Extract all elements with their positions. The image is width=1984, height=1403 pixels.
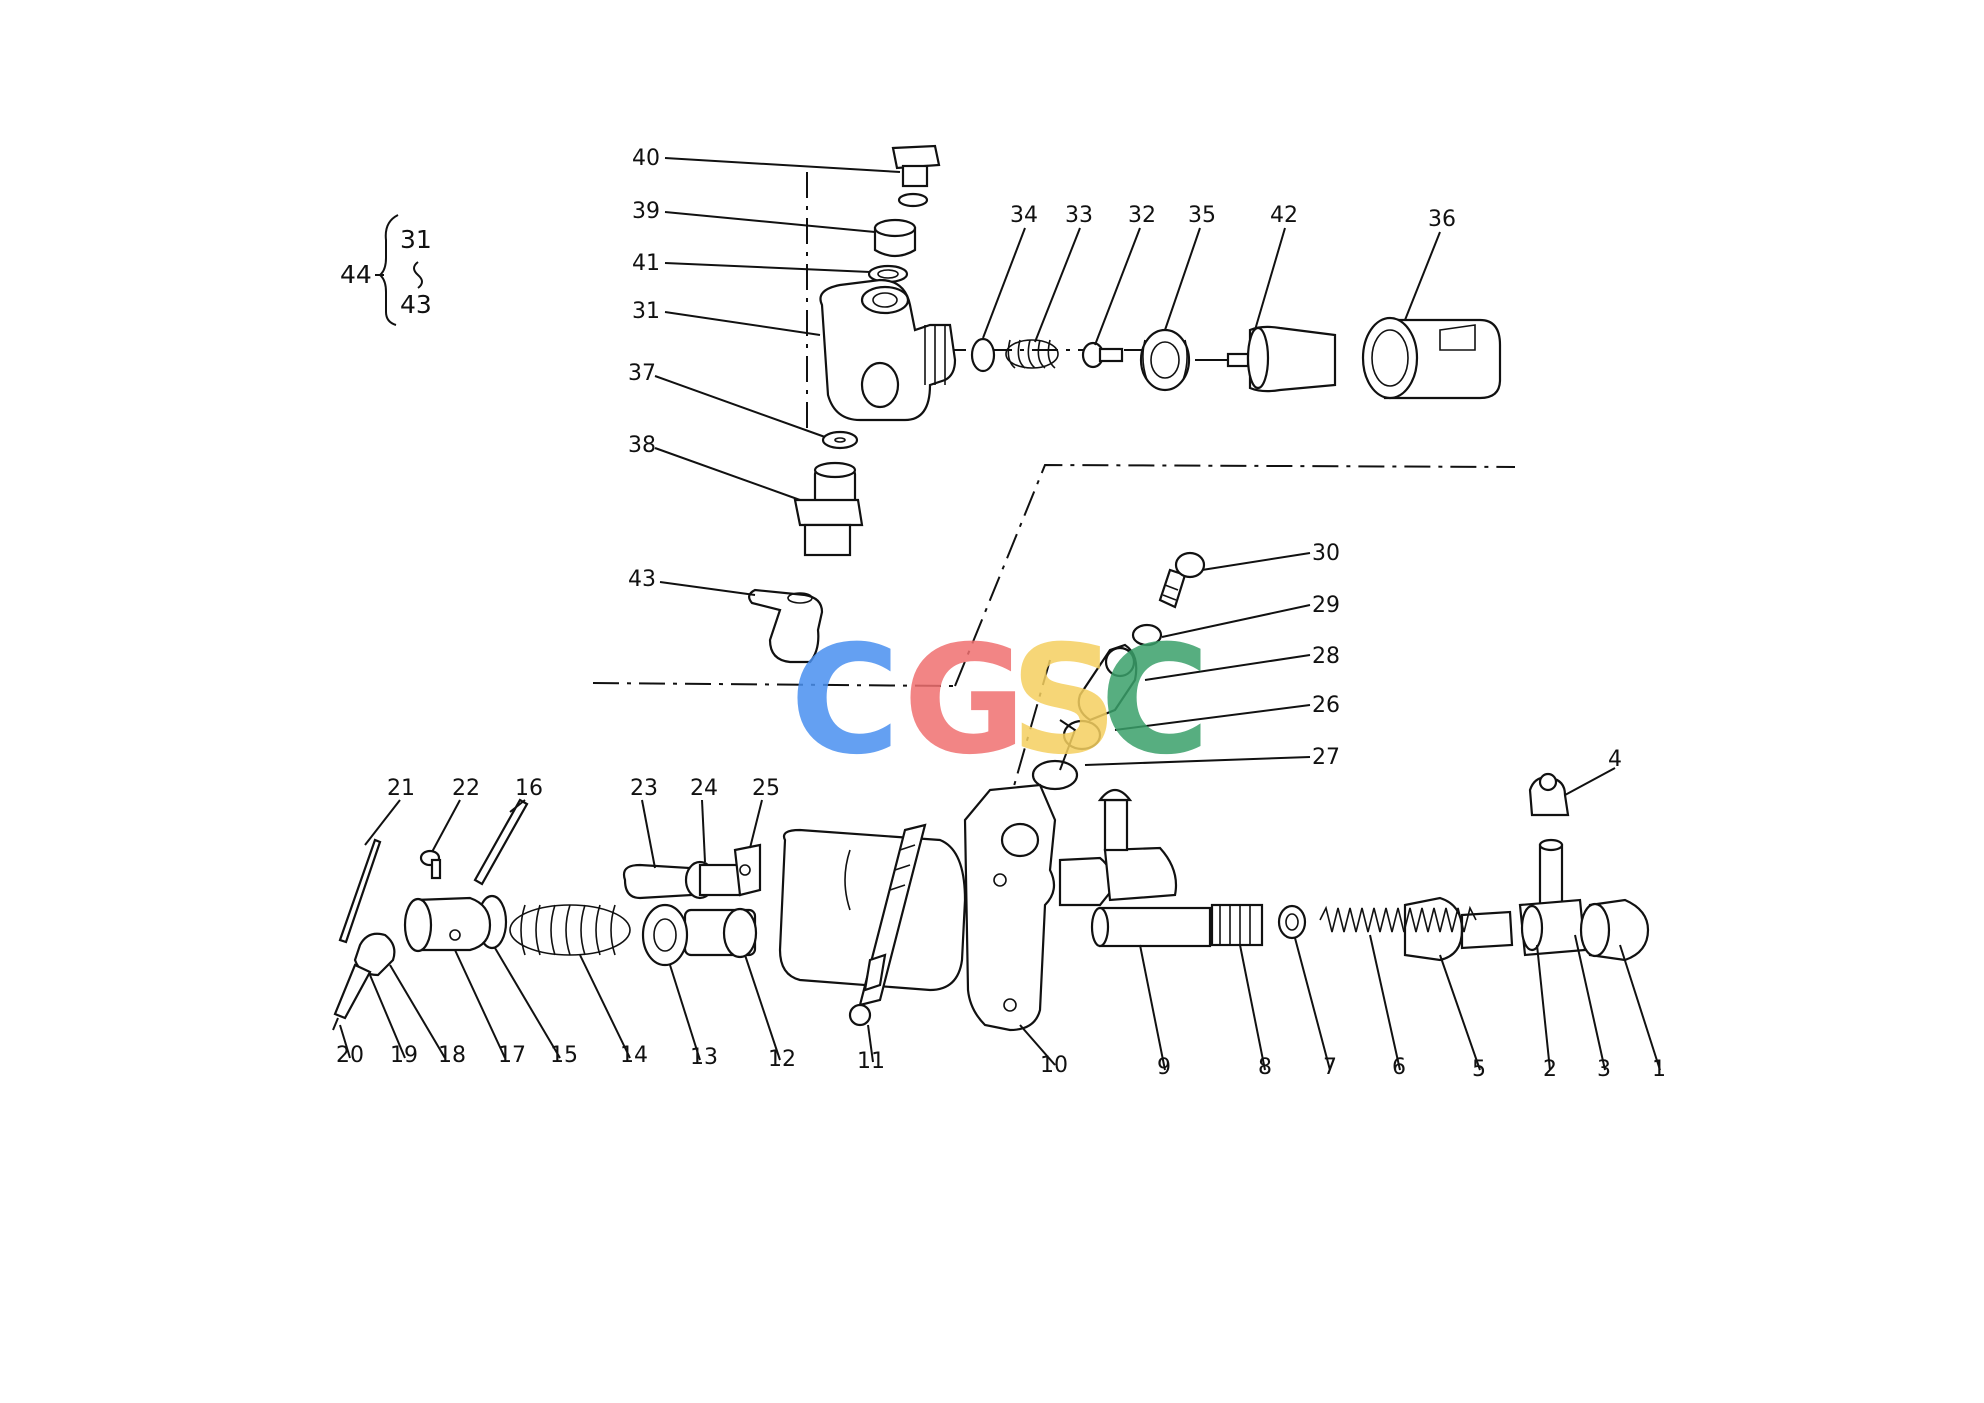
part-33-spring [1005, 339, 1059, 369]
part-32-delivery-valve [1081, 341, 1124, 369]
part-29-washer [1131, 623, 1163, 647]
part-12-sleeve [683, 907, 758, 959]
part-14-spring [509, 904, 631, 956]
part-40-bolt [891, 144, 941, 208]
callout-1: 1 [1652, 1057, 1666, 1082]
callout-20: 20 [336, 1043, 364, 1068]
watermark-letter-1: C [790, 614, 900, 788]
callout-12: 12 [768, 1047, 796, 1072]
callout-7: 7 [1323, 1055, 1337, 1080]
lower-assembly [332, 551, 1650, 1032]
callout-16: 16 [515, 776, 543, 801]
callout-2: 2 [1543, 1057, 1557, 1082]
part-13-washer [641, 903, 689, 967]
callout-38: 38 [628, 433, 656, 458]
callout-23: 23 [630, 776, 658, 801]
callout-11: 11 [857, 1049, 885, 1074]
part-17-tappet [403, 896, 492, 953]
callout-5: 5 [1472, 1057, 1486, 1082]
callout-33: 33 [1065, 203, 1093, 228]
part-35-valve-seat [1139, 328, 1191, 392]
group-label-item-31: 31 [400, 225, 432, 254]
part-2-washer [1520, 904, 1544, 952]
part-39-sleeve [873, 218, 917, 258]
callout-30: 30 [1312, 541, 1340, 566]
part-16-rod [473, 798, 529, 886]
callout-19: 19 [390, 1043, 418, 1068]
watermark-letter-3: S [1010, 614, 1118, 788]
part-42-cap [1195, 325, 1337, 393]
group-bracket-44: 44 31 43 [340, 214, 432, 326]
callout-9: 9 [1157, 1055, 1171, 1080]
part-43-cap [748, 588, 824, 664]
callout-17: 17 [498, 1043, 526, 1068]
callout-31: 31 [632, 299, 660, 324]
part-11-control-lever [848, 823, 927, 1027]
part-25-clip [733, 843, 762, 897]
callout-21: 21 [387, 776, 415, 801]
callout-18: 18 [438, 1043, 466, 1068]
callout-25: 25 [752, 776, 780, 801]
callout-10: 10 [1040, 1053, 1068, 1078]
part-31-valve-body [819, 278, 957, 422]
part-19-20-shaft [332, 963, 372, 1031]
part-28-banjo [1077, 643, 1138, 722]
part-21-rod [338, 838, 382, 944]
group-label-main: 44 [340, 260, 372, 289]
callout-14: 14 [620, 1043, 648, 1068]
callout-27: 27 [1312, 745, 1340, 770]
callout-34: 34 [1010, 203, 1038, 228]
callout-22: 22 [452, 776, 480, 801]
callout-8: 8 [1258, 1055, 1272, 1080]
pump-cylinder [778, 828, 967, 992]
callout-26: 26 [1312, 693, 1340, 718]
callout-43: 43 [628, 567, 656, 592]
part-27-seal [1031, 759, 1079, 791]
callout-4: 4 [1608, 747, 1622, 772]
watermark-letter-4: C [1100, 614, 1210, 788]
part-38-adaptor [793, 461, 864, 557]
part-24-pin [684, 860, 742, 900]
part-10-housing [963, 783, 1178, 1032]
watermark-letter-2: G [903, 614, 1026, 788]
part-23-guide [622, 863, 694, 900]
group-label-item-43: 43 [400, 290, 432, 319]
part-30-screw [1158, 551, 1206, 609]
callout-28: 28 [1312, 644, 1340, 669]
callout-15: 15 [550, 1043, 578, 1068]
callout-40: 40 [632, 146, 660, 171]
callout-37: 37 [628, 361, 656, 386]
callout-24: 24 [690, 776, 718, 801]
part-6-spring [1319, 905, 1477, 933]
part-36-union-nut [1361, 316, 1502, 400]
leader-lines [339, 157, 1661, 1071]
part-1-plug [1579, 898, 1650, 962]
part-7-washer [1277, 904, 1307, 940]
callout-41: 41 [632, 251, 660, 276]
callout-36: 36 [1428, 207, 1456, 232]
callout-3: 3 [1597, 1057, 1611, 1082]
callout-42: 42 [1270, 203, 1298, 228]
part-5-nut [1403, 896, 1514, 962]
callout-6: 6 [1392, 1055, 1406, 1080]
watermark: C G S C [790, 614, 1210, 788]
part-22-pin [419, 849, 442, 880]
part-34-seal [970, 337, 996, 373]
callout-35: 35 [1188, 203, 1216, 228]
part-8-threaded-sleeve [1210, 903, 1264, 947]
callout-29: 29 [1312, 593, 1340, 618]
part-9-piston [1090, 906, 1212, 948]
part-37-washer [821, 430, 859, 450]
part-4-dust-cap [1528, 772, 1570, 817]
upper-assembly [748, 144, 1502, 664]
callout-labels: 40 39 41 31 37 38 43 34 33 32 35 42 36 3… [336, 146, 1666, 1082]
callout-39: 39 [632, 199, 660, 224]
callout-32: 32 [1128, 203, 1156, 228]
callout-13: 13 [690, 1045, 718, 1070]
